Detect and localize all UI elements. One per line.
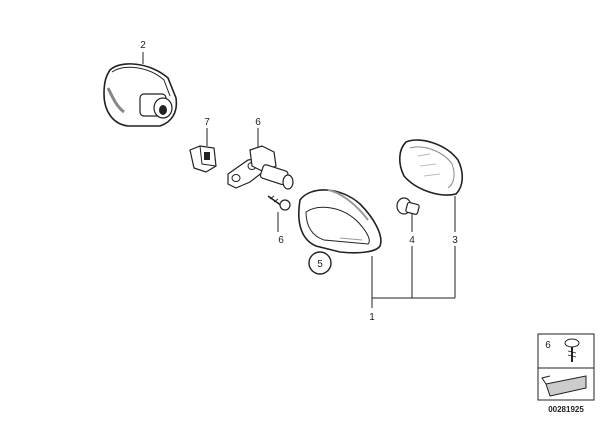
clip-part (189, 145, 217, 173)
spacer-icon (541, 375, 587, 397)
bulb-holder-bracket (227, 145, 294, 190)
doc-number: 00281925 (548, 405, 584, 414)
callout-7: 7 (204, 117, 210, 128)
legend-key: 6 (545, 340, 551, 351)
callout-4: 4 (409, 235, 415, 246)
turn-signal-lens (298, 189, 382, 254)
screw-icon (564, 338, 580, 362)
callout-5-circle: 5 (308, 251, 332, 275)
callout-6: 6 (255, 117, 261, 128)
turn-signal-housing (103, 63, 178, 127)
legend-box: 6 (537, 333, 595, 401)
clear-lens (398, 139, 464, 196)
callout-6-screw: 6 (278, 235, 284, 246)
callout-2: 2 (140, 40, 146, 51)
leader-lines (142, 52, 456, 308)
callout-3: 3 (452, 235, 458, 246)
screw-part (267, 195, 291, 211)
callout-1: 1 (369, 312, 375, 323)
bulb-part (396, 197, 420, 215)
callout-5: 5 (317, 259, 323, 270)
